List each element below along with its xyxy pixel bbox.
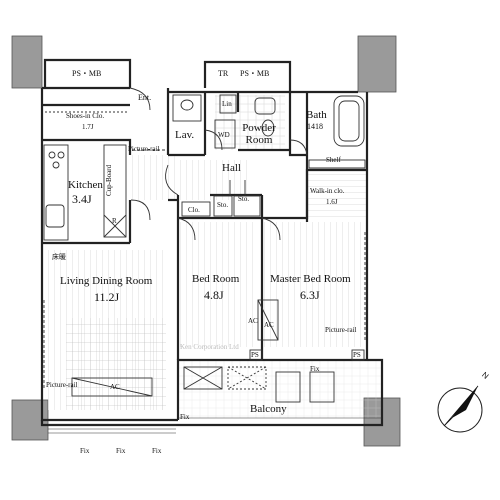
ldk-name: Living Dining Room [60, 275, 153, 287]
fixtures [43, 87, 382, 434]
wd-label: WD [218, 131, 230, 139]
shelf-label: Shelf [326, 156, 341, 164]
picture-rail-top-label: Picture-rail [128, 145, 160, 153]
watermark: Ken Corporation Ltd [180, 343, 239, 351]
master-bedroom-name: Master Bed Room [270, 273, 351, 285]
floor-fills [43, 95, 382, 418]
fix-bottom-3: Fix [152, 447, 162, 455]
lin-label: Lin [222, 100, 232, 108]
kitchen-size: 3.4J [72, 192, 92, 206]
bath-size: 1418 [307, 122, 323, 131]
r-label: R [112, 217, 117, 225]
shoes-closet-size: 1.7J [82, 123, 94, 131]
ps-label-1: PS [251, 351, 259, 359]
walkin-closet-size: 1.6J [326, 198, 338, 206]
hall-label: Hall [222, 162, 241, 174]
bedroom-name: Bed Room [192, 273, 240, 285]
ps-mb-label-right: PS・MB [240, 69, 270, 78]
bath-label: Bath [306, 109, 327, 121]
ac-bed-label: AC [248, 317, 258, 325]
master-bedroom-size: 6.3J [300, 288, 320, 302]
bedroom-size: 4.8J [204, 288, 224, 302]
clo-label: Clo. [188, 206, 200, 214]
fix-balcony-right: Fix [310, 365, 320, 373]
floor-heating-mark: 床暖 [52, 253, 66, 261]
cup-board-label: Cup-Board [105, 164, 113, 196]
picture-rail-master-label: Picture-rail [325, 326, 357, 334]
fix-bottom-2: Fix [116, 447, 126, 455]
ps-mb-label-left: PS・MB [72, 69, 102, 78]
walls [40, 58, 384, 427]
picture-rail-ldk-label: Picture-rail [46, 381, 78, 389]
walkin-closet-name: Walk-in clo. [310, 187, 345, 195]
shoes-closet-name: Shoes-in Clo. [66, 112, 105, 120]
ac-master-label: AC [264, 321, 274, 329]
fix-balcony-left: Fix [180, 413, 190, 421]
compass-icon [437, 385, 483, 433]
sto-label-2: Sto. [238, 195, 250, 203]
entrance-label: Ent. [138, 93, 152, 102]
balcony-label: Balcony [250, 403, 287, 415]
ldk-size: 11.2J [94, 290, 120, 304]
powder-room-label: Powder Room [242, 122, 276, 146]
ac-ldk-label: AC [110, 383, 120, 391]
tr-label: TR [218, 69, 229, 78]
lav-label: Lav. [175, 129, 195, 141]
fix-bottom-1: Fix [80, 447, 90, 455]
kitchen-name: Kitchen [68, 179, 103, 191]
ps-label-2: PS [353, 351, 361, 359]
sto-label-1: Sto. [217, 201, 229, 209]
